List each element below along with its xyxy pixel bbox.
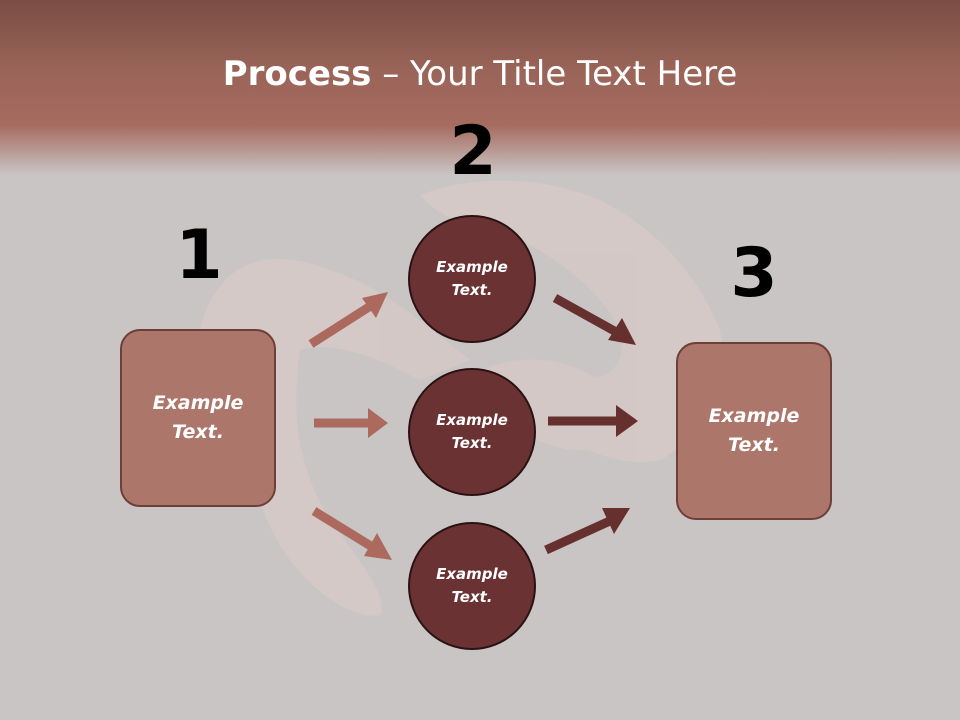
step-number-1: 1 [175,216,223,295]
step-circle-bottom-text: Example Text. [436,565,508,606]
slide-title: Process – Your Title Text Here [0,52,960,96]
step-circle-top[interactable]: Example Text. [408,215,536,343]
arrow-head-top-left [362,292,388,318]
title-bold: Process [222,54,372,94]
step-circle-bottom[interactable]: Example Text. [408,522,536,650]
step-box-right[interactable]: Example Text. [676,342,832,520]
arrow-head-middle-right [616,405,638,437]
step-number-3: 3 [730,234,778,313]
arrow-head-bottom-left [364,533,392,560]
title-rest: – Your Title Text Here [371,54,738,94]
arrow-to-top-circle [308,301,375,348]
step-circle-top-text: Example Text. [436,258,508,299]
arrow-from-bottom-circle [544,515,614,555]
arrow-head-middle-left [368,408,388,438]
step-box-left[interactable]: Example Text. [120,329,276,507]
step-box-left-text: Example Text. [152,392,244,443]
step-circle-middle[interactable]: Example Text. [408,368,536,496]
right-arrows [544,294,638,555]
step-circle-middle-text: Example Text. [436,411,508,452]
left-arrows [308,292,392,560]
arrow-from-top-circle [552,294,621,337]
step-number-2: 2 [449,112,497,191]
arrow-head-bottom-right [602,508,630,534]
arrow-to-bottom-circle [311,507,377,552]
step-box-right-text: Example Text. [708,405,800,456]
arrow-head-top-right [608,318,636,345]
